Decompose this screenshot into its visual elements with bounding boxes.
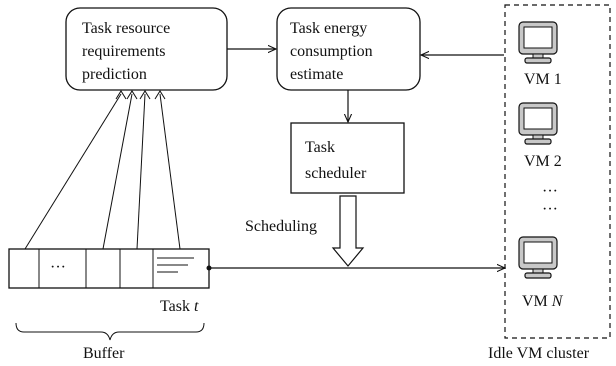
vm-n: VM N bbox=[518, 236, 564, 310]
prediction-box-line3: prediction bbox=[82, 66, 147, 83]
buffer-label: Buffer bbox=[83, 345, 125, 362]
energy-box-line2: consumption bbox=[290, 43, 373, 60]
vm-1: VM 1 bbox=[518, 21, 562, 88]
prediction-input-lines bbox=[24, 90, 181, 250]
task-t-label: Task t bbox=[160, 298, 199, 315]
energy-box-line1: Task energy bbox=[290, 20, 367, 37]
scheduler-box-line1: Task bbox=[305, 139, 335, 156]
vm-2-label: VM 2 bbox=[524, 153, 562, 170]
scheduler-box-line2: scheduler bbox=[305, 165, 367, 182]
vm-cluster-container bbox=[504, 4, 611, 339]
buffer-ellipsis: ··· bbox=[50, 259, 66, 276]
vm-cluster-label: Idle VM cluster bbox=[488, 345, 590, 362]
vm-ellipsis-1: ··· bbox=[542, 183, 558, 200]
vm-1-label: VM 1 bbox=[524, 71, 562, 88]
prediction-box-line2: requirements bbox=[82, 43, 166, 60]
task-scheduler-box: Task scheduler bbox=[290, 122, 405, 194]
vm-n-label: VM N bbox=[522, 293, 564, 310]
prediction-box: Task resource requirements prediction bbox=[65, 7, 228, 91]
scheduling-label: Scheduling bbox=[245, 218, 317, 235]
prediction-box-line1: Task resource bbox=[82, 20, 170, 37]
buffer-brace bbox=[15, 322, 205, 341]
energy-estimate-box: Task energy consumption estimate bbox=[276, 7, 421, 91]
vm-ellipsis-2: ··· bbox=[542, 201, 558, 218]
task-buffer: ··· bbox=[8, 248, 210, 289]
computer-monitor-icon bbox=[518, 102, 558, 145]
computer-monitor-icon bbox=[518, 21, 558, 64]
scheduling-arrow bbox=[331, 195, 365, 267]
energy-box-line3: estimate bbox=[290, 66, 343, 83]
vm-2: VM 2 bbox=[518, 102, 562, 170]
computer-monitor-icon bbox=[518, 236, 558, 279]
